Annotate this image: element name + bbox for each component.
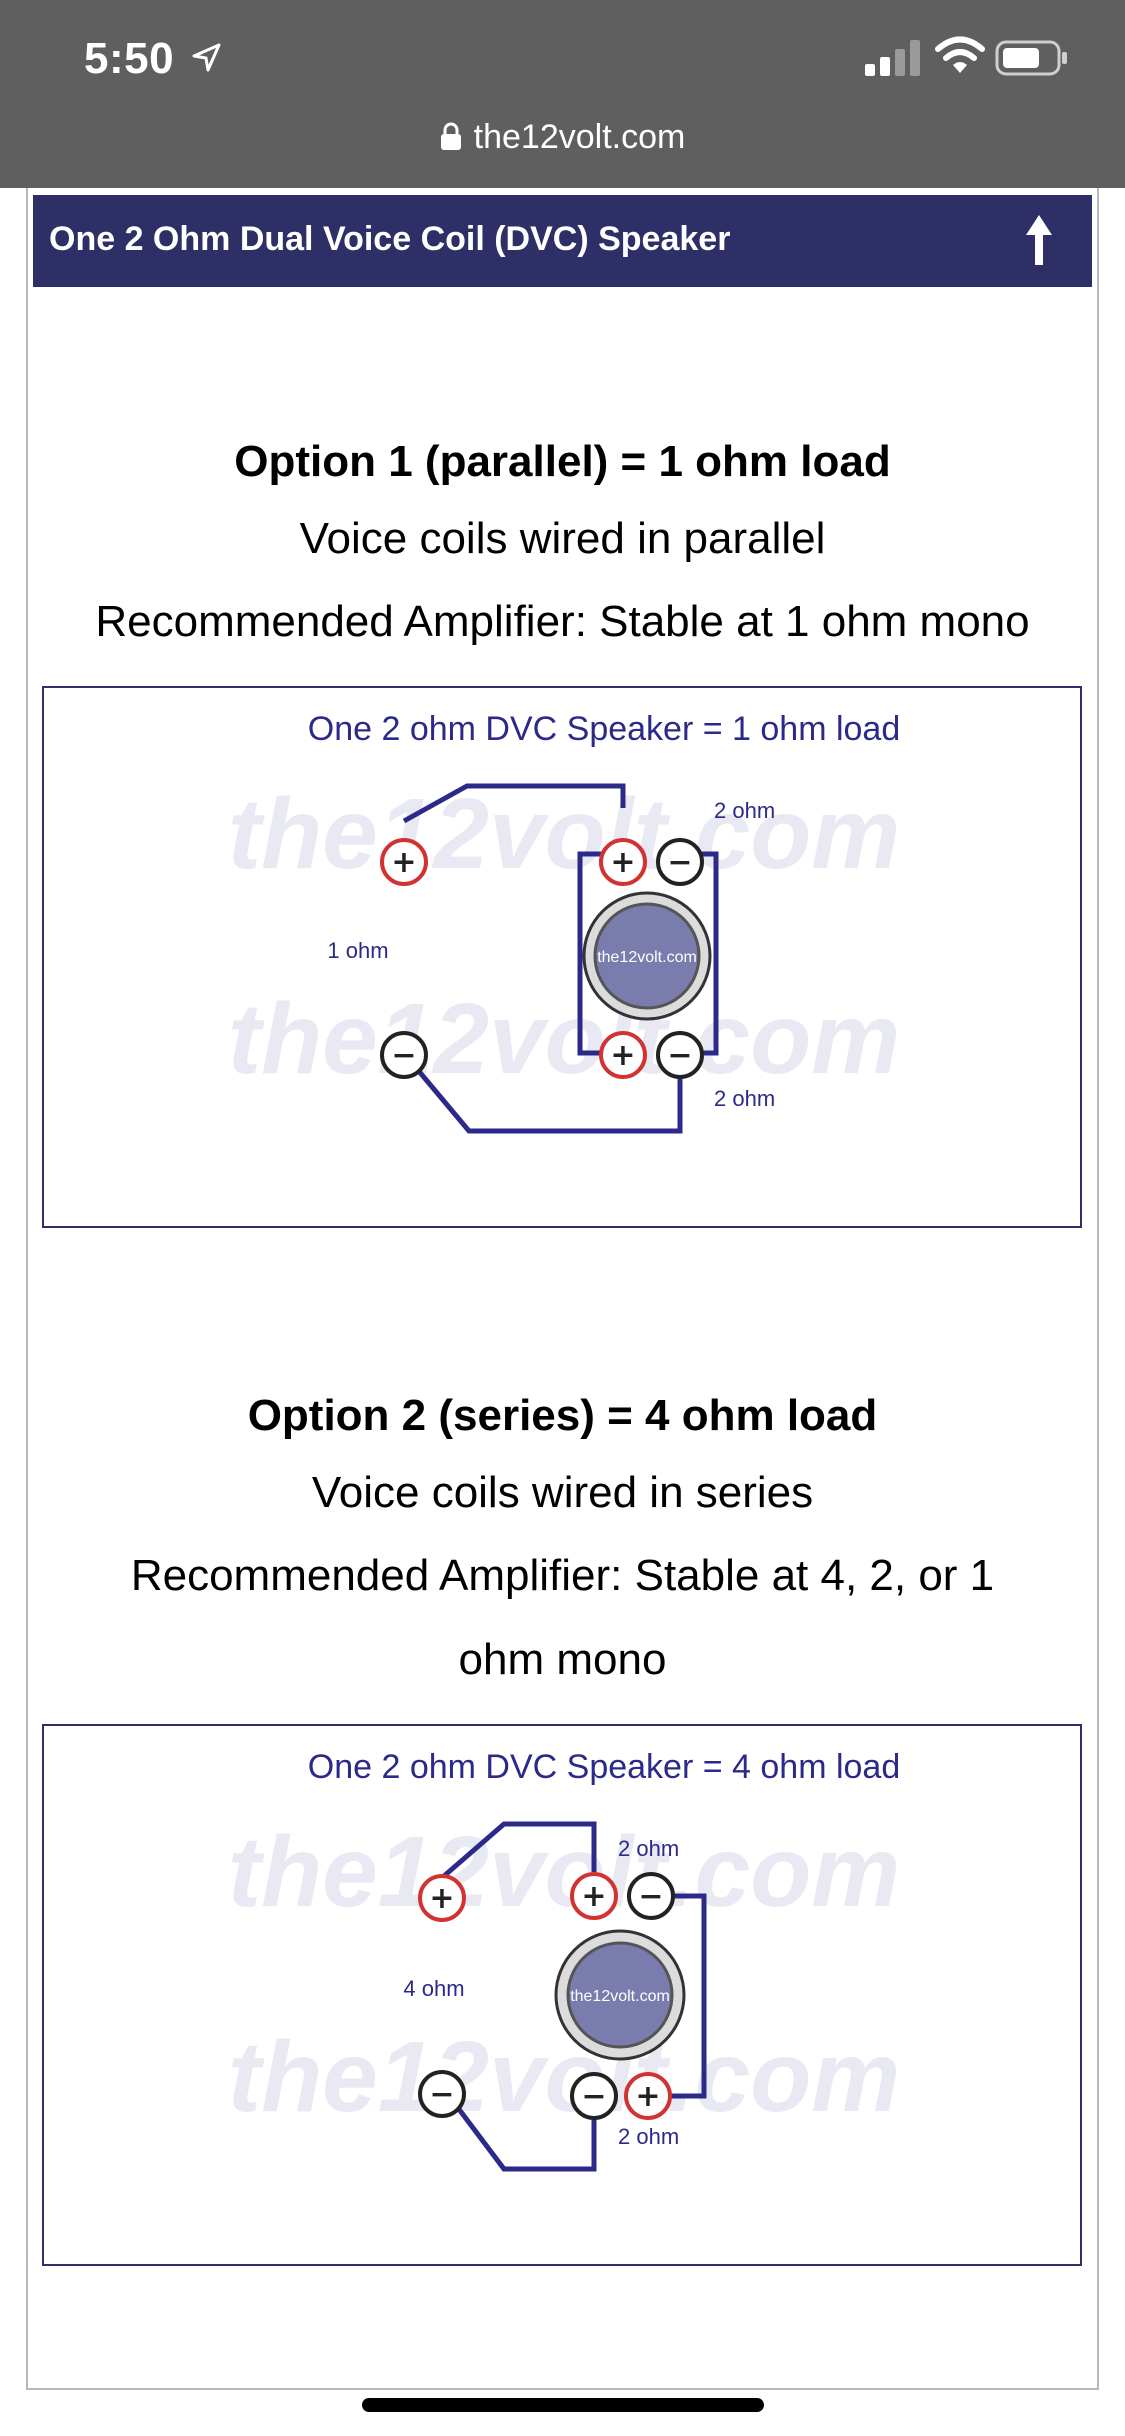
svg-text:+: + (610, 845, 635, 880)
coil1-negative-terminal (656, 838, 704, 886)
watermark: the12volt.com (228, 778, 900, 890)
wifi-icon (935, 36, 985, 73)
watermark: the12volt.com (228, 1816, 900, 1928)
load-label: 1 ohm (327, 938, 388, 963)
diagram-title: One 2 ohm DVC Speaker = 1 ohm load (308, 710, 901, 748)
option1-diagram: the12volt.com the12volt.com One 2 ohm DV… (42, 686, 1082, 1228)
watermark: the12volt.com (228, 2021, 900, 2133)
location-arrow-icon (192, 43, 221, 72)
wire (700, 851, 719, 1056)
watermark: the12volt.com (228, 983, 900, 1095)
svg-text:−: − (581, 2079, 606, 2114)
svg-text:+: + (391, 845, 416, 880)
option1-wiring: Voice coils wired in parallel (299, 514, 826, 563)
section-title: One 2 Ohm Dual Voice Coil (DVC) Speaker (49, 220, 731, 258)
status-time: 5:50 (84, 34, 175, 83)
amp-positive-terminal (418, 1874, 466, 1922)
option2-amp-line1: Recommended Amplifier: Stable at 4, 2, o… (130, 1551, 995, 1600)
option2-wiring: Voice coils wired in series (311, 1468, 814, 1517)
option1-amp: Recommended Amplifier: Stable at 1 ohm m… (95, 597, 1030, 646)
lock-icon (440, 122, 461, 150)
arrow-up-icon[interactable] (1024, 213, 1054, 267)
home-indicator[interactable] (362, 2398, 764, 2412)
coil2-negative-terminal (570, 2072, 618, 2120)
address-bar[interactable]: the12volt.com (0, 118, 1125, 157)
section-header: One 2 Ohm Dual Voice Coil (DVC) Speaker (33, 195, 1092, 287)
address-url: the12volt.com (473, 118, 686, 156)
wire (577, 851, 604, 1056)
coil1-negative-terminal (627, 1872, 675, 1920)
speaker-label: the12volt.com (597, 949, 697, 966)
option2-diagram: the12volt.com the12volt.com One 2 ohm DV… (42, 1724, 1082, 2266)
svg-text:+: + (635, 2079, 660, 2114)
battery-icon (995, 40, 1067, 76)
coil1-positive-terminal (599, 838, 647, 886)
coil-top-label: 2 ohm (714, 798, 775, 823)
wire (447, 2094, 597, 2172)
option2-amp-line2: ohm mono (458, 1635, 667, 1684)
browser-top-bar: 5:50 the12volt.com (0, 0, 1125, 188)
svg-text:−: − (667, 1038, 692, 1073)
speaker-label: the12volt.com (570, 1988, 670, 2005)
svg-text:−: − (429, 2077, 454, 2112)
amp-negative-terminal (418, 2070, 466, 2118)
coil2-negative-terminal (656, 1031, 704, 1079)
svg-text:−: − (391, 1038, 416, 1073)
content-frame (26, 188, 1099, 2390)
coil1-positive-terminal (570, 1872, 618, 1920)
svg-text:−: − (667, 845, 692, 880)
coil2-positive-terminal (599, 1031, 647, 1079)
wire (670, 1893, 707, 2099)
svg-text:+: + (581, 1879, 606, 1914)
coil-bottom-label: 2 ohm (714, 1086, 775, 1111)
svg-text:+: + (610, 1038, 635, 1073)
svg-text:+: + (429, 1881, 454, 1916)
wire (442, 1821, 597, 1878)
coil2-positive-terminal (624, 2072, 672, 2120)
cellular-signal-icon (865, 40, 920, 76)
wire (410, 1061, 683, 1134)
coil-top-label: 2 ohm (618, 1836, 679, 1861)
diagram-title: One 2 ohm DVC Speaker = 4 ohm load (308, 1748, 901, 1786)
coil-bottom-label: 2 ohm (618, 2124, 679, 2149)
option1-title: Option 1 (parallel) = 1 ohm load (234, 437, 891, 486)
svg-text:−: − (638, 1879, 663, 1914)
amp-positive-terminal (380, 838, 428, 886)
wire (402, 783, 626, 824)
amp-negative-terminal (380, 1031, 428, 1079)
option2-title: Option 2 (series) = 4 ohm load (247, 1391, 878, 1440)
load-label: 4 ohm (403, 1976, 464, 2001)
